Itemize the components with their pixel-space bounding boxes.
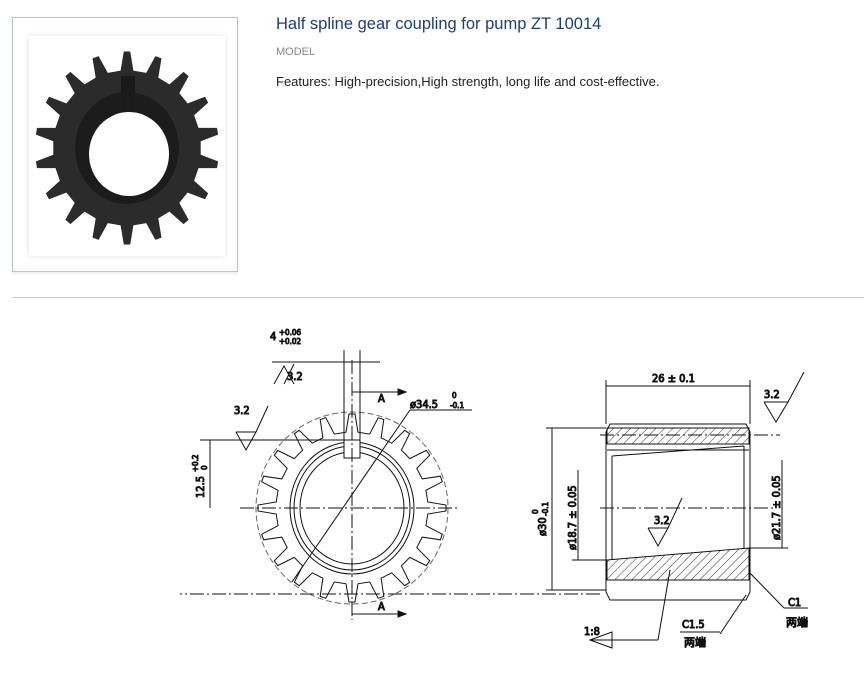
model-label: MODEL — [276, 46, 316, 58]
svg-text:0: 0 — [452, 391, 457, 400]
roughness-label: 3.2 — [654, 514, 670, 527]
svg-text:+0.02: +0.02 — [279, 337, 301, 346]
product-features: Features: High-precision,High strength, … — [276, 74, 660, 89]
product-title: Half spline gear coupling for pump ZT 10… — [276, 15, 602, 33]
divider — [12, 297, 864, 298]
svg-text:+0.2: +0.2 — [191, 455, 200, 472]
length-dim: 26 ± 0.1 — [652, 372, 695, 385]
svg-text:两端: 两端 — [684, 636, 706, 649]
chamfer-label: C1 — [788, 596, 801, 609]
outer-diameter-dim: ø34.5 — [410, 398, 438, 411]
coupling-section-view: 26 ± 0.1 3.2 3.2 ø30 0 -0.1 ø18.7 ± 0.05… — [180, 372, 809, 650]
key-depth-dim: 12.5 — [194, 476, 207, 498]
key-width-dim: 4 — [270, 330, 276, 343]
gear-front-view: 4 +0.06 +0.02 3.2 3.2 A A ø34.5 0 -0.1 1… — [191, 328, 472, 620]
taper-label: 1:8 — [584, 625, 600, 638]
chamfer-label: C1.5 — [682, 618, 705, 631]
section-mark: A — [378, 392, 385, 405]
roughness-label: 3.2 — [764, 388, 780, 401]
section-mark: A — [378, 600, 385, 613]
product-image — [29, 36, 225, 256]
gear-photo-icon — [35, 51, 219, 245]
roughness-label: 3.2 — [234, 404, 250, 417]
bore-small-dim: ø18.7 ± 0.05 — [566, 485, 579, 550]
svg-text:两端: 两端 — [786, 616, 808, 629]
body-diameter-dim: ø30 — [536, 517, 549, 536]
svg-text:-0.1: -0.1 — [541, 502, 550, 516]
technical-drawing: 4 +0.06 +0.02 3.2 3.2 A A ø34.5 0 -0.1 1… — [180, 328, 809, 650]
product-image-frame[interactable] — [12, 17, 238, 272]
bore-large-dim: ø21.7 ± 0.05 — [770, 475, 783, 540]
svg-text:0: 0 — [200, 465, 209, 470]
svg-text:0: 0 — [531, 509, 540, 514]
svg-text:-0.1: -0.1 — [450, 401, 464, 410]
svg-text:+0.06: +0.06 — [279, 328, 301, 337]
roughness-label: 3.2 — [287, 370, 303, 383]
